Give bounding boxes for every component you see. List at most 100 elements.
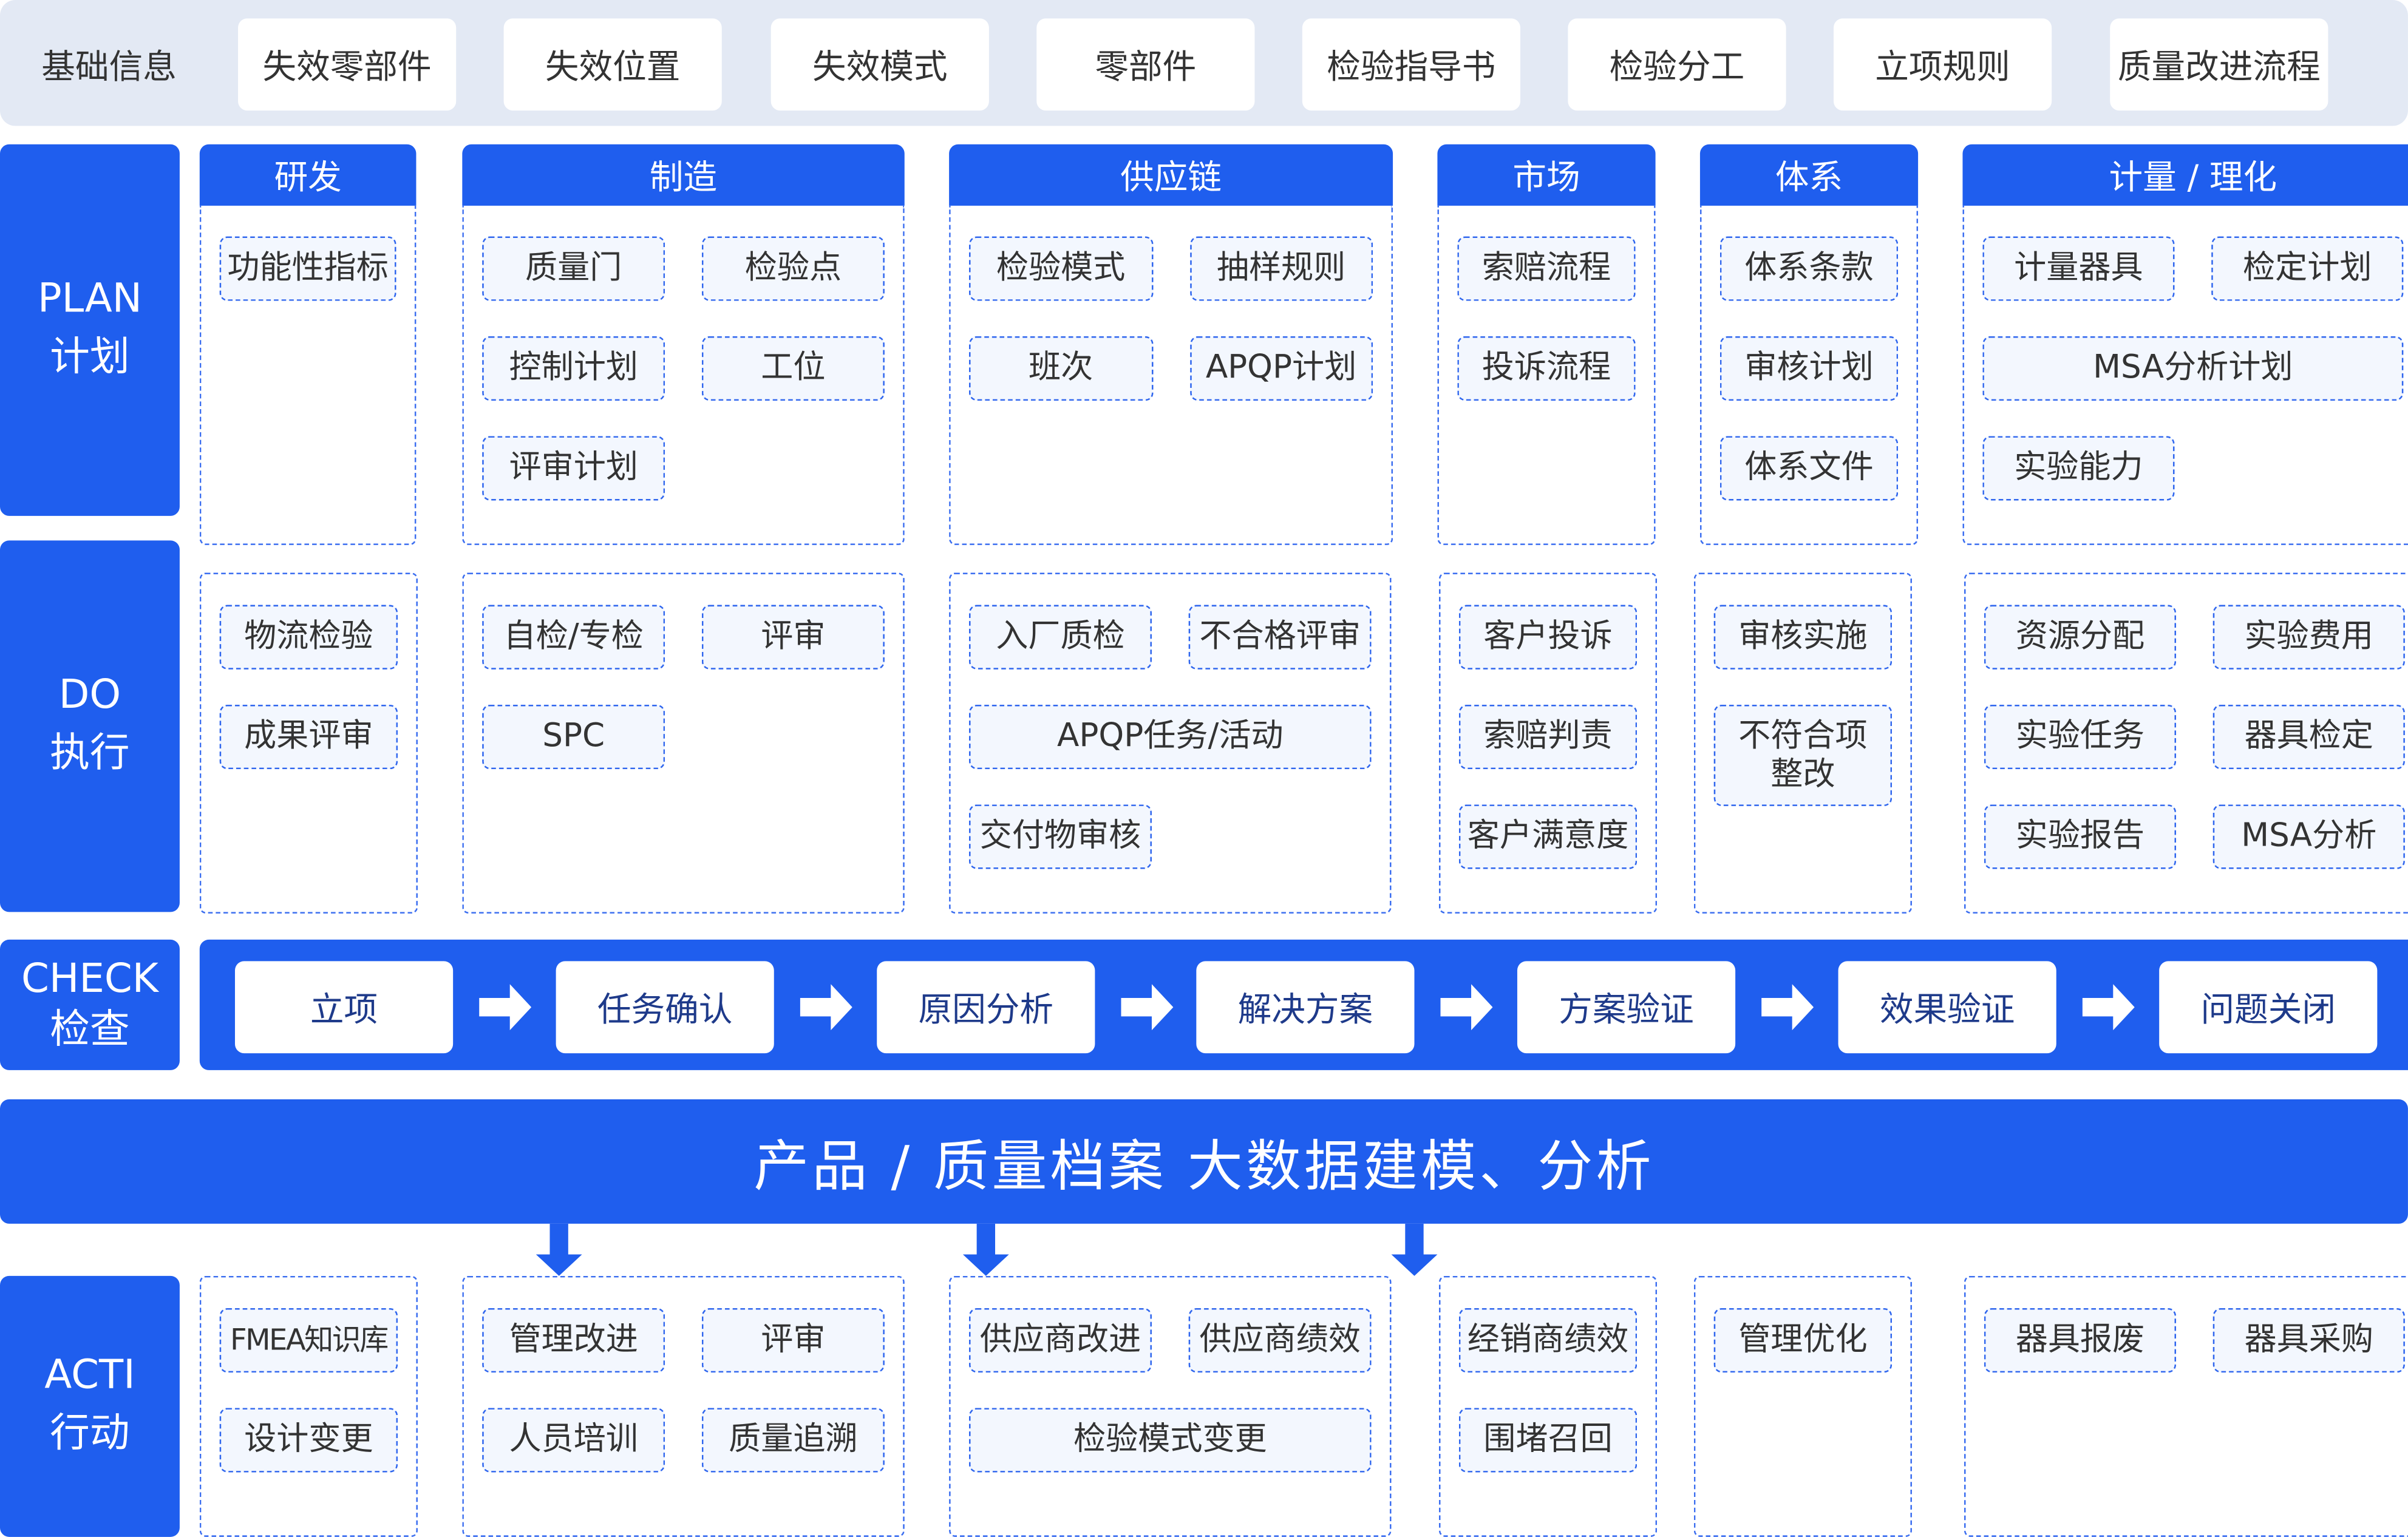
act-panel: FMEA知识库设计变更	[199, 1275, 418, 1537]
do-item[interactable]: 器具检定	[2212, 704, 2405, 770]
topbar-button[interactable]: 检验指导书	[1302, 18, 1521, 111]
act-item[interactable]: 围堵召回	[1458, 1408, 1638, 1473]
do-item[interactable]: 成果评审	[219, 704, 398, 770]
stage-do: DO 执行	[0, 540, 180, 912]
do-item[interactable]: MSA分析	[2212, 804, 2405, 869]
check-step[interactable]: 立项	[234, 961, 454, 1054]
plan-item[interactable]: 控制计划	[482, 336, 665, 401]
do-item[interactable]: 审核实施	[1713, 605, 1893, 670]
do-item[interactable]: 客户满意度	[1458, 804, 1638, 869]
topbar-button[interactable]: 失效模式	[770, 18, 989, 111]
act-item[interactable]: 质量追溯	[701, 1408, 885, 1473]
topbar-button[interactable]: 检验分工	[1568, 18, 1786, 111]
check-step[interactable]: 任务确认	[556, 961, 774, 1054]
plan-item[interactable]: MSA分析计划	[1982, 336, 2404, 401]
do-item[interactable]: 实验任务	[1984, 704, 2177, 770]
plan-panel: 体系条款审核计划体系文件	[1699, 205, 1919, 545]
stage-plan-en: PLAN	[37, 277, 142, 323]
column-header: 制造	[462, 144, 905, 206]
plan-item[interactable]: 功能性指标	[219, 236, 396, 301]
act-panel: 管理改进评审人员培训质量追溯	[462, 1275, 905, 1537]
do-item[interactable]: 实验费用	[2212, 605, 2405, 670]
act-item[interactable]: 评审	[701, 1308, 885, 1373]
arrow-right-icon	[800, 984, 852, 1031]
plan-item[interactable]: 工位	[701, 336, 885, 401]
stage-check: CHECK 检查	[0, 939, 180, 1070]
basic-info-label: 基础信息	[41, 49, 177, 88]
check-step[interactable]: 解决方案	[1196, 961, 1415, 1054]
plan-item[interactable]: 抽样规则	[1189, 236, 1373, 301]
stage-do-en: DO	[58, 673, 121, 719]
plan-panel: 索赔流程投诉流程	[1437, 205, 1656, 545]
plan-panel: 质量门检验点控制计划工位评审计划	[462, 205, 905, 545]
act-panel: 供应商改进供应商绩效检验模式变更	[949, 1275, 1392, 1537]
do-panel: 客户投诉索赔判责客户满意度	[1438, 572, 1658, 914]
stage-plan: PLAN 计划	[0, 144, 180, 516]
act-item[interactable]: 器具采购	[2212, 1308, 2405, 1373]
plan-item[interactable]: 实验能力	[1982, 436, 2175, 501]
do-item[interactable]: 不符合项 整改	[1713, 704, 1893, 806]
column-header: 体系	[1699, 144, 1919, 206]
do-item[interactable]: 实验报告	[1984, 804, 2177, 869]
plan-item[interactable]: 评审计划	[482, 436, 665, 501]
topbar-button[interactable]: 失效位置	[503, 18, 722, 111]
topbar-button[interactable]: 零部件	[1036, 18, 1255, 111]
plan-item[interactable]: 投诉流程	[1457, 336, 1636, 401]
plan-item[interactable]: 索赔流程	[1457, 236, 1636, 301]
do-panel: 物流检验成果评审	[199, 572, 418, 914]
check-step[interactable]: 问题关闭	[2159, 961, 2378, 1054]
act-item[interactable]: 管理优化	[1713, 1308, 1893, 1373]
act-panel: 管理优化	[1693, 1275, 1912, 1537]
plan-item[interactable]: 体系文件	[1719, 436, 1899, 501]
plan-item[interactable]: 体系条款	[1719, 236, 1899, 301]
act-item[interactable]: 管理改进	[482, 1308, 665, 1373]
topbar-button[interactable]: 立项规则	[1833, 18, 2052, 111]
act-item[interactable]: FMEA知识库	[219, 1308, 398, 1373]
do-item[interactable]: 索赔判责	[1458, 704, 1638, 770]
act-item[interactable]: 经销商绩效	[1458, 1308, 1638, 1373]
topbar-button[interactable]: 失效零部件	[238, 18, 457, 111]
arrow-right-icon	[479, 984, 532, 1031]
do-item[interactable]: 物流检验	[219, 605, 398, 670]
plan-item[interactable]: 检验点	[701, 236, 885, 301]
column-header: 计量 / 理化	[1962, 144, 2408, 206]
check-step[interactable]: 方案验证	[1517, 961, 1736, 1054]
do-panel: 审核实施不符合项 整改	[1693, 572, 1912, 914]
do-item[interactable]: 交付物审核	[968, 804, 1152, 869]
act-panel: 经销商绩效围堵召回	[1438, 1275, 1658, 1537]
act-item[interactable]: 检验模式变更	[968, 1408, 1372, 1473]
do-item[interactable]: 资源分配	[1984, 605, 2177, 670]
stage-check-zh: 检查	[50, 1006, 130, 1053]
do-panel: 自检/专检评审 SPC	[462, 572, 905, 914]
topbar-button[interactable]: 质量改进流程	[2110, 18, 2328, 111]
do-item[interactable]: 评审	[701, 605, 885, 670]
act-item[interactable]: 供应商绩效	[1188, 1308, 1372, 1373]
plan-panel: 功能性指标	[199, 205, 417, 545]
plan-item[interactable]: 班次	[968, 336, 1153, 401]
plan-item[interactable]: 检定计划	[2211, 236, 2404, 301]
do-item[interactable]: APQP任务/活动	[968, 704, 1372, 770]
arrow-down-icon	[536, 1223, 582, 1276]
arrow-right-icon	[1440, 984, 1493, 1031]
stage-act-zh: 行动	[50, 1411, 130, 1457]
do-item[interactable]: 自检/专检	[482, 605, 665, 670]
do-item[interactable]: 不合格评审	[1188, 605, 1372, 670]
act-item[interactable]: 人员培训	[482, 1408, 665, 1473]
column-header: 市场	[1437, 144, 1656, 206]
check-step[interactable]: 原因分析	[877, 961, 1095, 1054]
act-item[interactable]: 器具报废	[1984, 1308, 2177, 1373]
plan-item[interactable]: APQP计划	[1189, 336, 1373, 401]
column-header: 供应链	[949, 144, 1393, 206]
act-item[interactable]: 设计变更	[219, 1408, 398, 1473]
plan-item[interactable]: 审核计划	[1719, 336, 1899, 401]
plan-item[interactable]: 质量门	[482, 236, 665, 301]
do-item[interactable]: SPC	[482, 704, 665, 770]
act-item[interactable]: 供应商改进	[968, 1308, 1152, 1373]
check-step[interactable]: 效果验证	[1838, 961, 2056, 1054]
plan-item[interactable]: 计量器具	[1982, 236, 2175, 301]
plan-item[interactable]: 检验模式	[968, 236, 1153, 301]
do-item[interactable]: 客户投诉	[1458, 605, 1638, 670]
do-item[interactable]: 入厂质检	[968, 605, 1152, 670]
arrow-right-icon	[1121, 984, 1174, 1031]
